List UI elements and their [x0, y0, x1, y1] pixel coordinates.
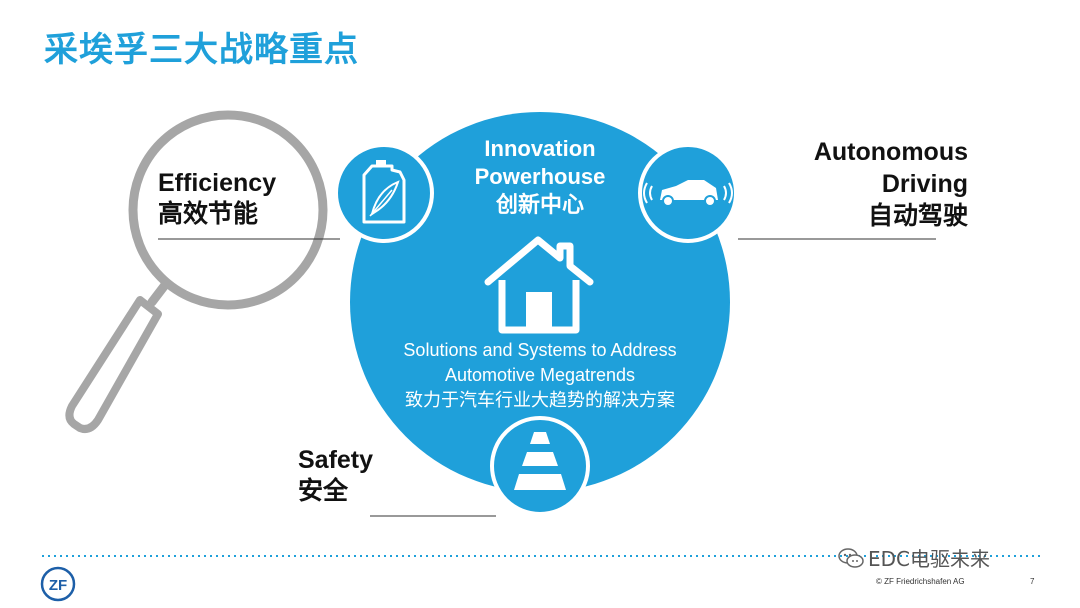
fuel-can-feather-icon [334, 143, 434, 243]
svg-text:ZF: ZF [49, 577, 67, 594]
center-sub-line1: Solutions and Systems to Address [403, 340, 677, 360]
watermark: EDC电驱未来 [838, 543, 990, 572]
center-sub-line2: Automotive Megatrends [444, 365, 636, 385]
efficiency-label: Efficiency 高效节能 [158, 168, 276, 230]
center-title-line2: Powerhouse [474, 164, 606, 189]
safety-en: Safety [298, 446, 374, 474]
autonomous-en-line1: Autonomous [813, 138, 968, 166]
house-icon [484, 236, 594, 334]
center-sub-cn: 致力于汽车行业大趋势的解决方案 [405, 390, 675, 410]
car-sensor-icon [638, 143, 738, 243]
page-number: 7 [1030, 577, 1035, 586]
magnifier-icon [65, 110, 328, 433]
autonomous-label: Autonomous Driving 自动驾驶 [814, 136, 968, 232]
safety-label: Safety 安全 [298, 445, 373, 507]
center-title: Innovation Powerhouse 创新中心 [440, 135, 640, 219]
center-title-line1: Innovation [484, 136, 596, 161]
efficiency-en: Efficiency [158, 169, 277, 197]
wechat-icon [838, 547, 864, 568]
autonomous-cn: 自动驾驶 [867, 202, 968, 230]
center-subtitle: Solutions and Systems to Address Automot… [362, 338, 718, 413]
page-title: 采埃孚三大战略重点 [44, 30, 359, 70]
traffic-cone-icon [490, 416, 590, 516]
footer-copyright: © ZF Friedrichshafen AG [876, 577, 965, 586]
watermark-text: EDC电驱未来 [868, 547, 991, 571]
zf-logo: ZF [40, 566, 76, 602]
efficiency-cn: 高效节能 [158, 200, 259, 228]
autonomous-en-line2: Driving [881, 170, 968, 198]
safety-cn: 安全 [298, 477, 349, 505]
center-title-cn: 创新中心 [495, 192, 584, 217]
